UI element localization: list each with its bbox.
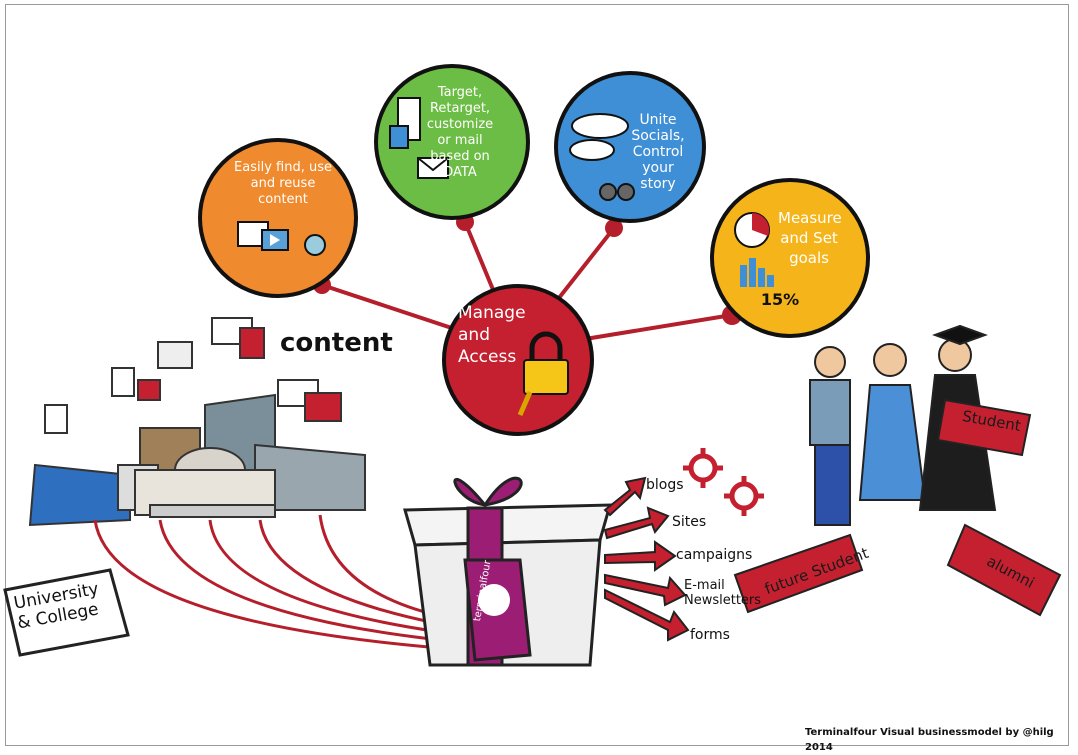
credit-text: Terminalfour Visual businessmodel by @hi…	[805, 727, 1054, 753]
gift-box	[403, 476, 613, 667]
measure-value: 15%	[760, 290, 800, 309]
circle-label-find: Easily find, use and reuse content	[234, 160, 332, 207]
audience-tags	[733, 398, 1062, 617]
circle-socials	[554, 71, 706, 223]
circle-find-content	[198, 138, 358, 298]
profile-mail-icon	[389, 97, 449, 179]
circle-label-target: Target, Retarget, customize or mail base…	[426, 85, 494, 180]
campus-to-box-lines	[93, 514, 441, 650]
media-search-icon	[237, 221, 326, 256]
channel-blogs: blogs	[646, 477, 684, 493]
image-frame	[5, 4, 1069, 746]
circle-manage	[442, 284, 594, 436]
pie-bar-chart-icon	[734, 212, 774, 287]
content-document-icons	[44, 317, 342, 434]
campus-buildings	[28, 393, 366, 527]
circle-label-measure: Measure and Set goals	[778, 209, 842, 267]
center-label: Manage and Access	[458, 303, 526, 367]
content-label: content	[280, 328, 393, 358]
channel-forms: forms	[690, 627, 730, 643]
channel-sites: Sites	[672, 514, 707, 530]
channel-email-newsletters: E-mail Newsletters	[684, 578, 762, 608]
channel-arrows	[603, 476, 690, 642]
speech-binoculars-icon	[569, 113, 635, 201]
channel-campaigns: campaigns	[676, 547, 753, 563]
institution-sign	[3, 568, 130, 657]
padlock-key-icon	[517, 331, 569, 416]
circle-label-socials: Unite Socials, Control your story	[631, 112, 685, 192]
target-icons	[683, 448, 764, 516]
